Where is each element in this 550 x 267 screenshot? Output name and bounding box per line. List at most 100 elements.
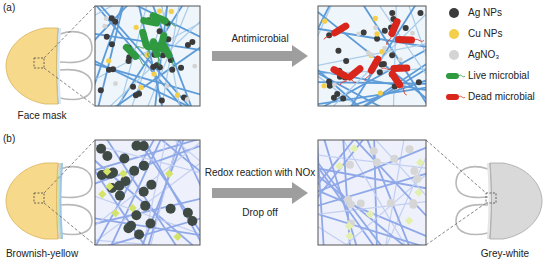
particle (128, 204, 136, 212)
mask-body (6, 163, 58, 239)
fiber (95, 140, 200, 245)
fiber (95, 6, 200, 106)
fiber (95, 6, 200, 106)
fiber (318, 8, 426, 106)
particle (178, 65, 184, 71)
particle (187, 216, 197, 226)
zoom-ground (95, 140, 200, 245)
particle (334, 91, 340, 97)
microbe (362, 54, 383, 83)
particle (416, 79, 422, 85)
particle (169, 9, 174, 14)
particle (350, 144, 358, 152)
process-label: Drop off (242, 207, 277, 219)
zoom-marker (34, 193, 44, 203)
microbe (149, 11, 178, 29)
particle (139, 141, 149, 151)
fiber (318, 184, 426, 221)
particle (387, 199, 395, 207)
zoom-leader (44, 140, 95, 193)
fiber (95, 140, 200, 245)
particle (413, 175, 421, 183)
fiber (318, 31, 426, 106)
fiber (95, 6, 200, 106)
legend-text: Dead microbial (468, 90, 535, 104)
particle (157, 8, 162, 13)
particle (104, 34, 110, 40)
particle (370, 147, 378, 155)
microbe-body (387, 17, 401, 38)
particle (345, 232, 353, 240)
fiber (95, 6, 200, 106)
fiber (95, 140, 200, 245)
fiber (318, 140, 426, 245)
particle (104, 16, 109, 21)
particle (335, 162, 343, 170)
process-arrow (212, 182, 308, 204)
particle (373, 25, 378, 30)
particle (134, 229, 144, 239)
zoom-view (318, 6, 426, 106)
legend-text: Cu NPs (468, 27, 502, 41)
particle (109, 15, 115, 21)
zoom-frame (318, 140, 426, 245)
microbe-body (345, 64, 365, 82)
process-label: Antimicrobial (231, 33, 288, 45)
microbe (388, 69, 410, 97)
fiber (318, 6, 426, 106)
particle (322, 83, 327, 88)
particle (378, 90, 383, 95)
legend-swatch (449, 8, 459, 18)
particle (166, 204, 176, 214)
microbe-tail (414, 39, 424, 41)
legend-microbe (446, 69, 466, 83)
legend-text: Ag NPs (468, 6, 502, 20)
particle (389, 10, 395, 16)
microbe-body (157, 32, 168, 53)
fiber (318, 6, 426, 106)
ear-loop (456, 205, 488, 235)
particle (192, 64, 197, 69)
particle (405, 216, 413, 224)
zoom-view (318, 140, 426, 245)
particle (335, 48, 341, 54)
fiber (318, 9, 426, 62)
particle (119, 154, 129, 164)
particle (139, 85, 144, 90)
particle (366, 210, 374, 218)
particle (159, 98, 165, 104)
fiber (135, 6, 190, 106)
microbe-tail (381, 68, 391, 70)
zoom-marker (486, 193, 496, 203)
particle (346, 161, 354, 169)
particle (373, 158, 381, 166)
particle (130, 84, 136, 90)
particle (173, 232, 181, 240)
panel-letter: (b) (3, 133, 15, 145)
fiber (95, 179, 200, 245)
particle (322, 19, 327, 24)
fiber (318, 6, 426, 106)
fiber (95, 6, 146, 106)
particle (417, 10, 423, 16)
legend-text: Live microbial (468, 69, 529, 83)
particle (377, 69, 383, 75)
zoom-leader (44, 6, 95, 58)
particle (340, 95, 346, 101)
mask-layer (59, 28, 61, 104)
microbe-tail (167, 21, 177, 27)
particle (115, 191, 125, 201)
fiber (318, 6, 426, 106)
fiber (318, 52, 426, 106)
microbe-body (149, 11, 170, 25)
particle (140, 201, 150, 211)
fiber (333, 140, 353, 245)
particle (382, 46, 387, 51)
fiber (95, 140, 200, 193)
fiber (319, 6, 426, 106)
fiber (364, 6, 426, 106)
particle (119, 169, 127, 177)
zoom-leader (426, 203, 486, 245)
face-mask (6, 28, 92, 104)
